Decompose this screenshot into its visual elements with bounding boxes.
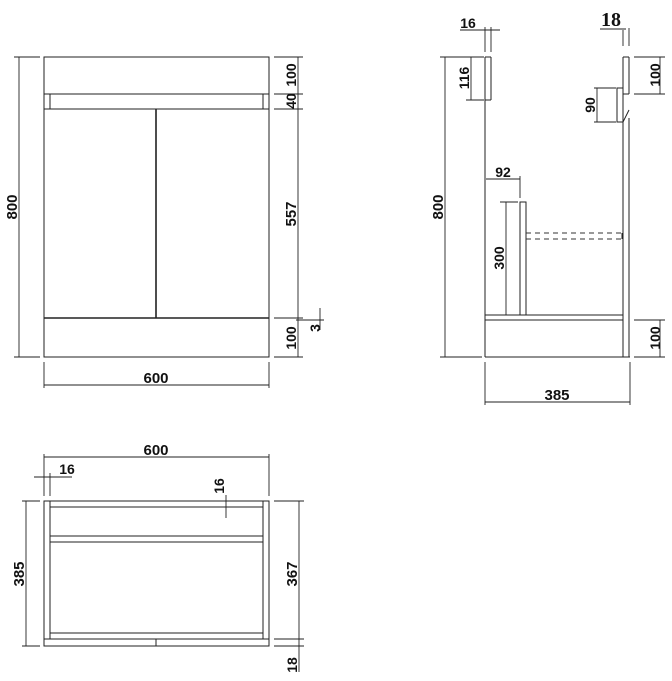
side-depth-label: 385 <box>544 387 569 404</box>
front-outline <box>43 56 270 358</box>
inner-offset-label: 92 <box>495 164 511 180</box>
inner-panel-height-label: 300 <box>491 246 507 270</box>
front-view: 800 600 100 40 557 100 3 <box>4 56 324 388</box>
side-plinth-height-label: 100 <box>647 326 663 350</box>
back-top-height-label: 116 <box>456 66 472 89</box>
inner-depth-label: 367 <box>284 561 301 586</box>
front-thickness-label: 18 <box>601 9 621 31</box>
front-height-label: 800 <box>4 194 21 219</box>
back-thickness-top-label: 16 <box>211 478 227 494</box>
top-depth-label: 385 <box>11 561 28 586</box>
top-panel-height-label: 100 <box>283 63 299 87</box>
door-thickness-label: 18 <box>284 657 300 673</box>
plinth-height-label: 100 <box>283 326 299 350</box>
door-gap-label: 3 <box>307 324 323 332</box>
front-top-height-label: 100 <box>647 63 663 87</box>
back-thickness-label: 16 <box>460 15 476 31</box>
top-width-label: 600 <box>143 442 168 459</box>
top-view: 600 16 16 385 367 18 <box>11 442 304 673</box>
side-thickness-label: 16 <box>59 461 75 477</box>
rail-height-label: 40 <box>283 93 299 109</box>
side-view: 800 16 18 116 100 90 92 300 <box>430 9 665 405</box>
door-height-label: 557 <box>283 201 300 226</box>
front-width-label: 600 <box>143 370 168 387</box>
handle-recess-label: 90 <box>582 97 598 113</box>
side-height-label: 800 <box>430 194 447 219</box>
top-outline <box>43 500 270 647</box>
